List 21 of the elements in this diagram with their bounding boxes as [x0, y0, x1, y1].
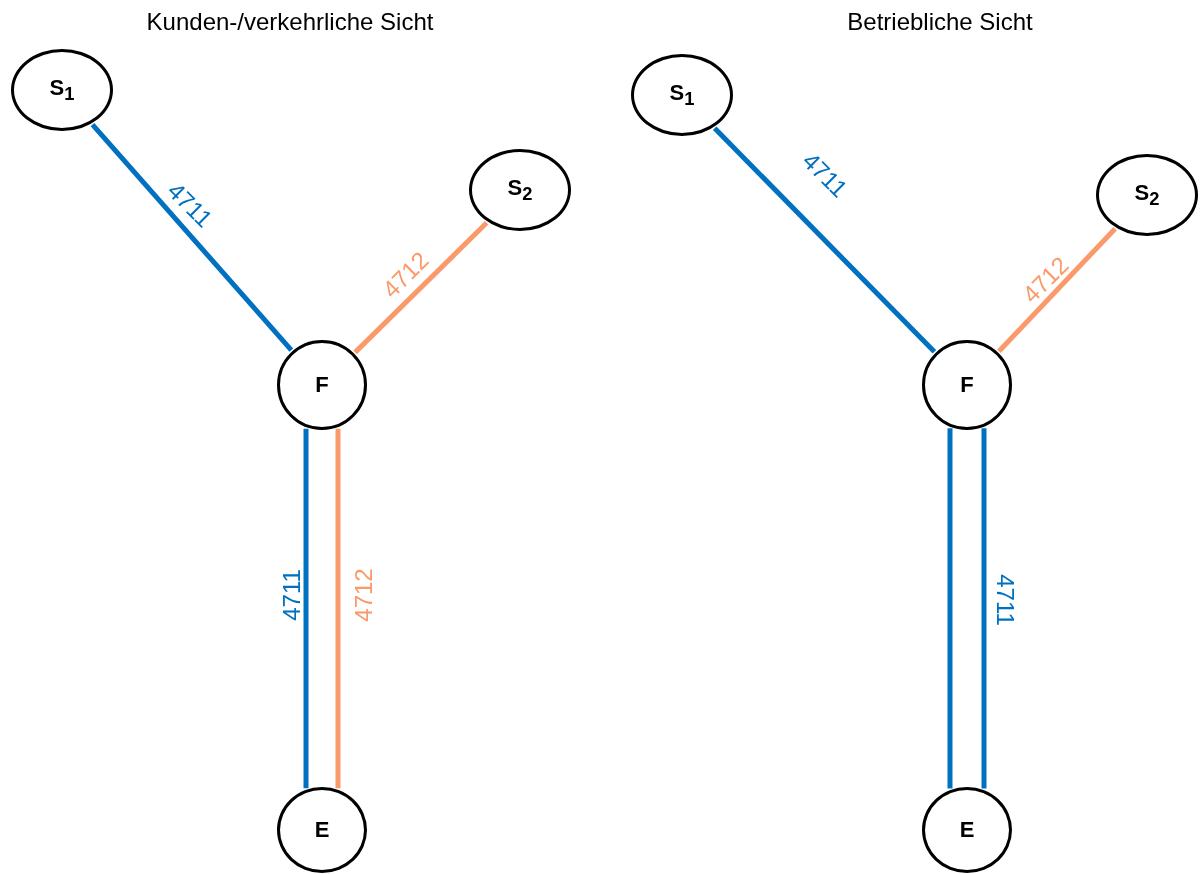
view-title: Betriebliche Sicht: [847, 8, 1033, 36]
node-label: S$_{1}$: [669, 79, 695, 111]
node-label: E: [959, 817, 975, 843]
connector-line: [303, 428, 309, 789]
connector-line: [353, 221, 489, 355]
node-label: F: [960, 372, 974, 398]
connector-line: [712, 126, 937, 354]
node-label: S$_{2}$: [1134, 179, 1160, 211]
connector-line: [947, 428, 953, 789]
node-label: S$_{2}$: [507, 174, 533, 206]
edge-label: 4711: [277, 569, 306, 621]
node-label: F: [315, 372, 329, 398]
connector-line: [335, 428, 341, 789]
edge-label: 4712: [349, 568, 378, 622]
edge-label: 4711: [990, 574, 1019, 626]
node-label: S$_{1}$: [49, 74, 75, 106]
connector-line: [981, 428, 987, 789]
view-title: Kunden-/verkehrliche Sicht: [146, 8, 434, 36]
connector-line: [997, 226, 1117, 353]
node-label: E: [314, 817, 330, 843]
connector-line: [90, 122, 294, 352]
